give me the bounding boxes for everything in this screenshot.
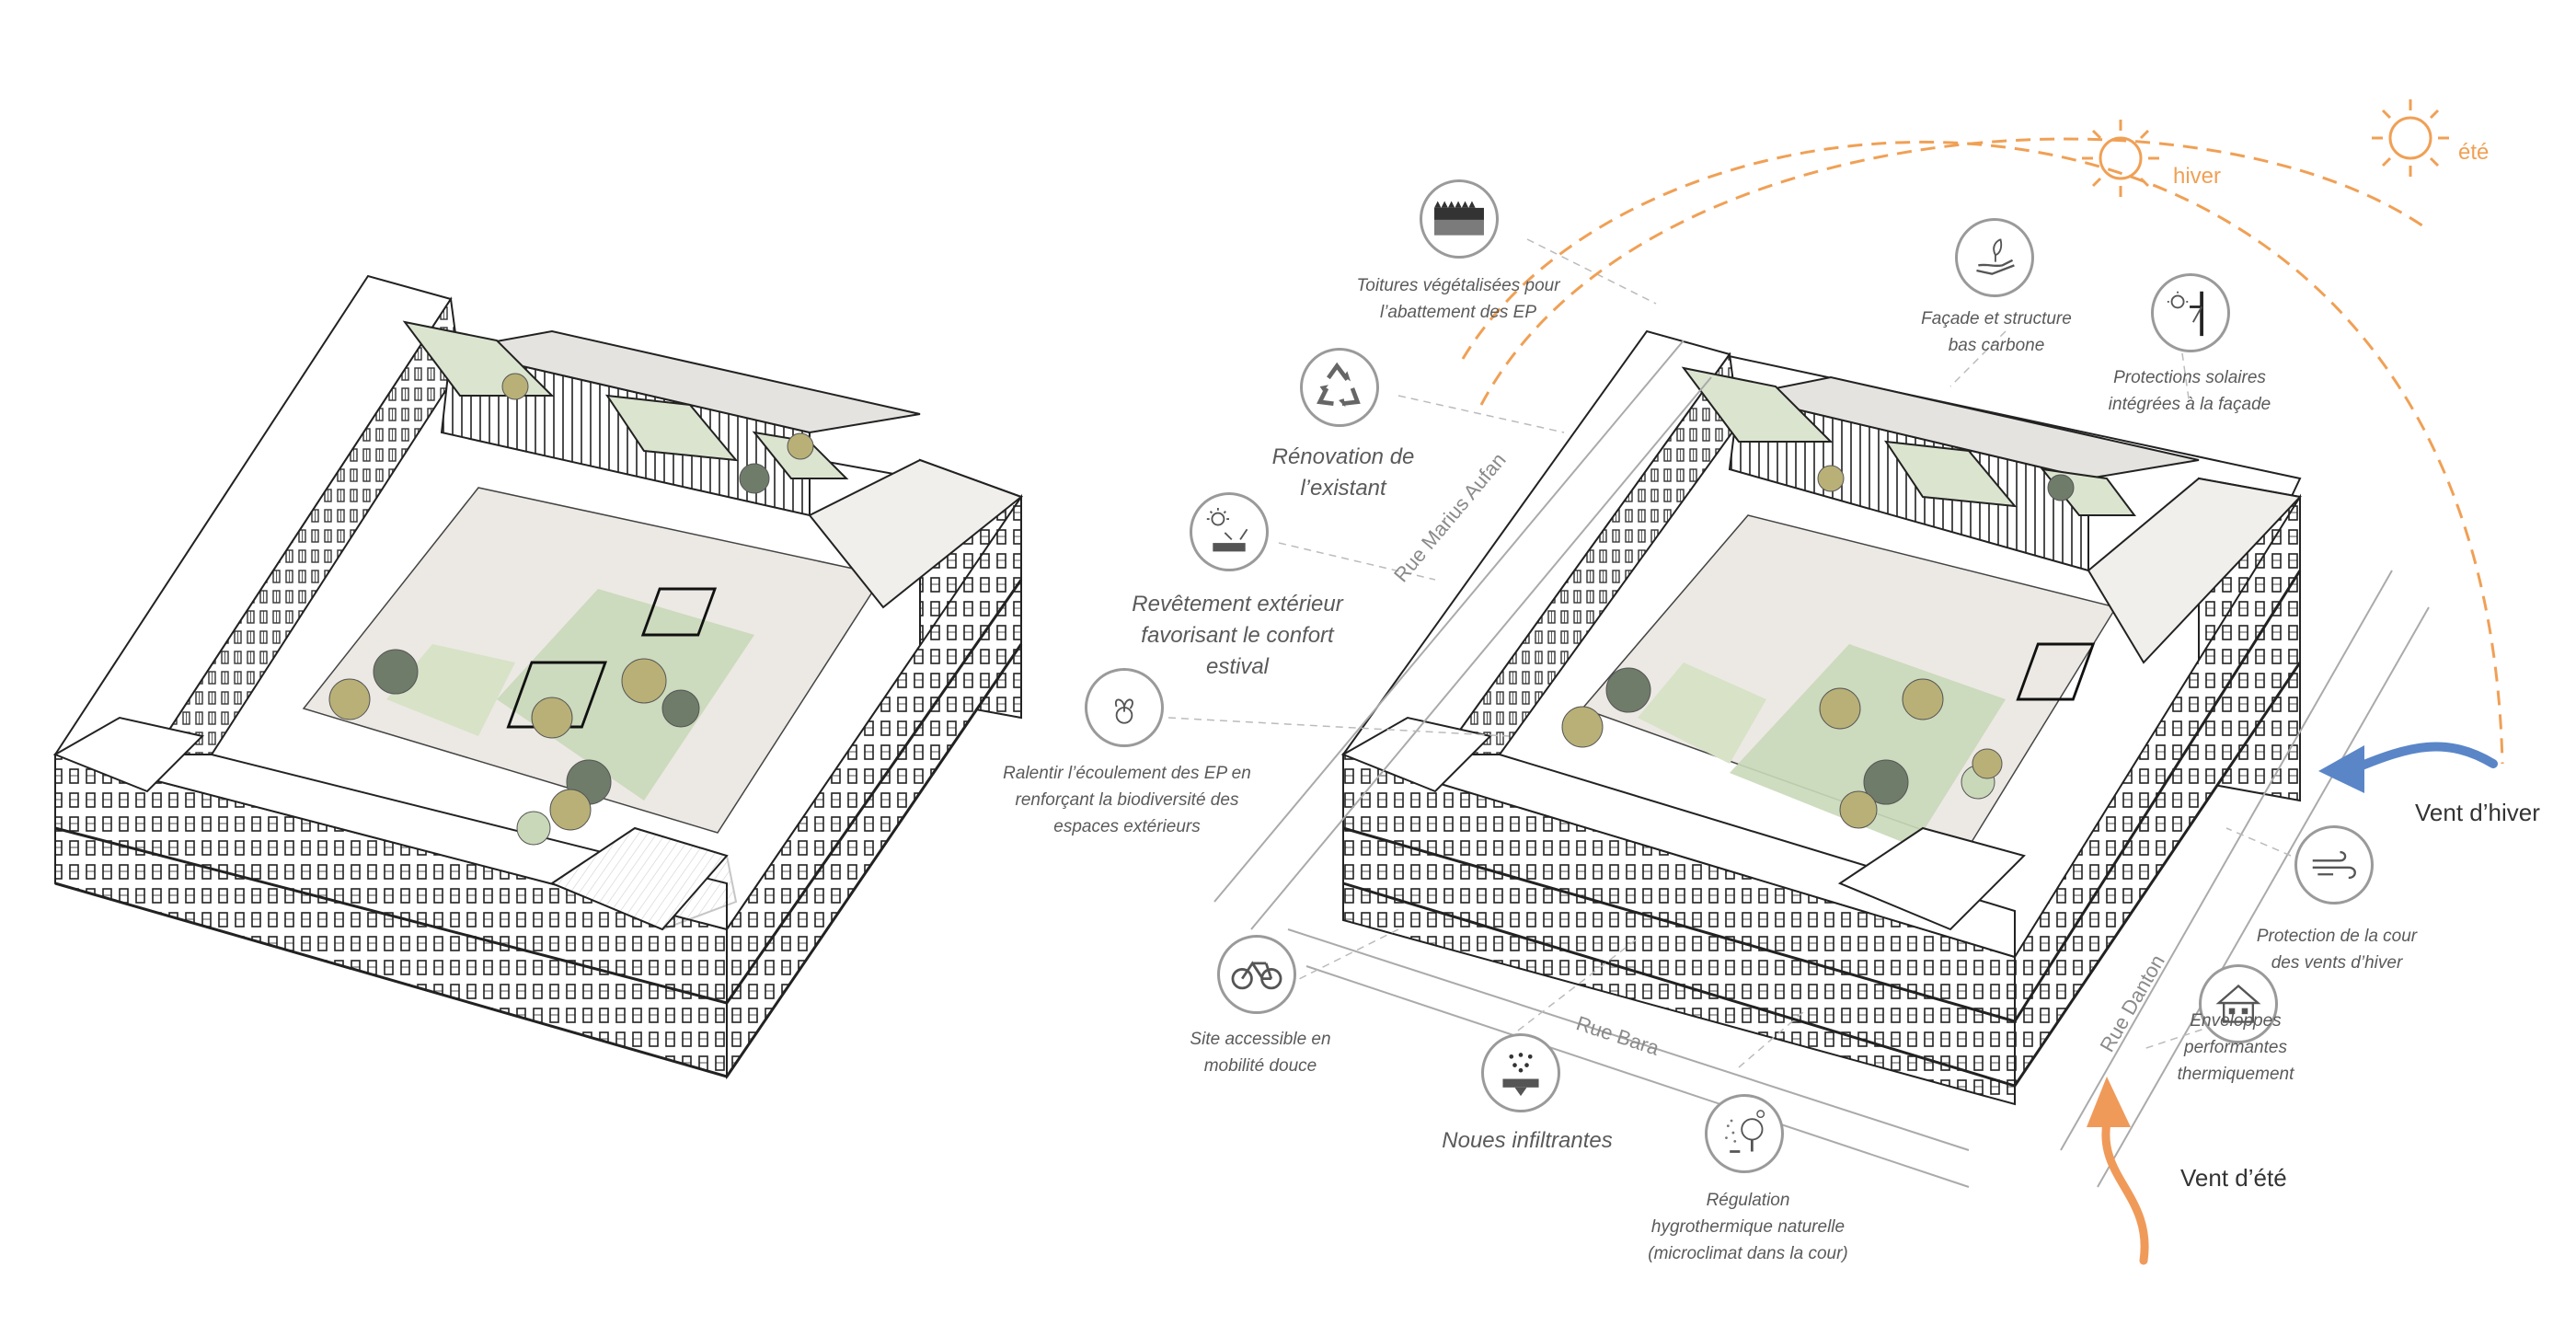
left-court-trees bbox=[328, 373, 814, 846]
sun-label-summer: été bbox=[2458, 140, 2490, 165]
house-icon bbox=[2199, 964, 2278, 1043]
summer-wind-arrow bbox=[2087, 1077, 2149, 1265]
wind-label-summer: Vent d’été bbox=[2180, 1164, 2287, 1192]
bicycle-icon bbox=[1217, 935, 1296, 1014]
tree-mist-icon bbox=[1705, 1094, 1784, 1173]
rain-infiltration-icon bbox=[1481, 1033, 1560, 1112]
street-lines bbox=[1213, 340, 2430, 1188]
sun-label-winter: hiver bbox=[2173, 164, 2222, 189]
label-swales: Noues infiltrantes bbox=[1442, 1128, 1613, 1153]
right-court-trees bbox=[1561, 465, 2075, 829]
seedling-drop-icon bbox=[1085, 668, 1164, 747]
solar-shading-icon bbox=[2151, 273, 2230, 352]
sun-reflection-icon bbox=[1190, 492, 1269, 571]
green-roof-icon bbox=[1420, 179, 1499, 259]
sun-icon bbox=[2082, 99, 2449, 197]
winter-wind-arrow bbox=[2318, 742, 2498, 793]
sun-paths bbox=[1461, 137, 2504, 765]
recycle-icon bbox=[1300, 348, 1379, 427]
hand-leaf-icon bbox=[1955, 218, 2034, 297]
left-building bbox=[52, 274, 1024, 1080]
wind-label-winter: Vent d’hiver bbox=[2415, 799, 2540, 826]
wind-icon bbox=[2294, 825, 2374, 904]
